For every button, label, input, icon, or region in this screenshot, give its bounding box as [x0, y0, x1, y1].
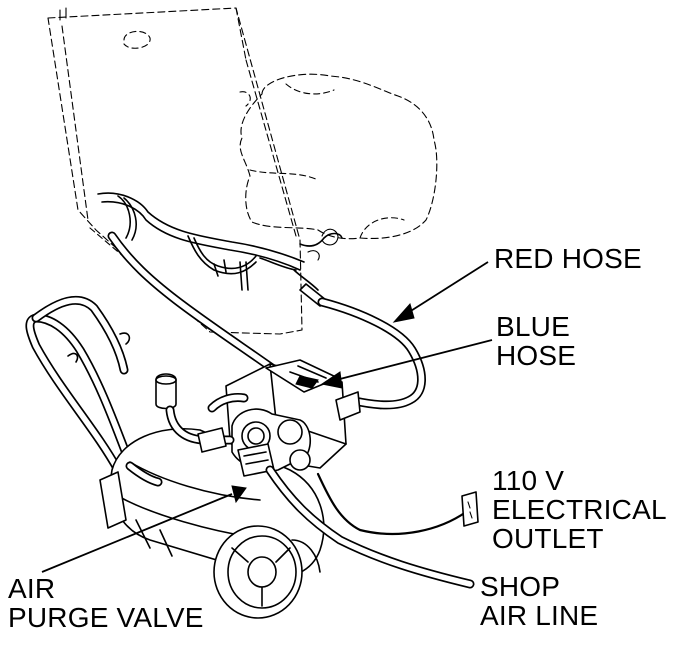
red-hose-label: RED HOSE — [494, 244, 642, 273]
shop-air-line-label: SHOP AIR LINE — [480, 572, 598, 630]
callout-leaders — [41, 261, 493, 573]
air-purge-valve-label: AIR PURGE VALVE — [8, 574, 204, 632]
electrical-outlet-label-line-2: ELECTRICAL — [492, 494, 667, 525]
shop-air-line-label-line-2: AIR LINE — [480, 600, 599, 631]
air-purge-valve-label-line-1: AIR — [8, 573, 56, 604]
electrical-outlet-label-line-3: OUTLET — [492, 523, 604, 554]
red-hose — [317, 297, 426, 410]
red-hose-label-line: RED HOSE — [494, 243, 642, 274]
shop-air-line — [265, 465, 475, 589]
engine-block — [239, 73, 438, 240]
ac-lines — [97, 192, 343, 307]
electrical-outlet-label: 110 V ELECTRICAL OUTLET — [492, 466, 667, 553]
recovery-unit — [25, 295, 361, 619]
power-cord — [316, 472, 479, 536]
shop-air-line-label-line-1: SHOP — [480, 571, 561, 602]
blue-hose-label: BLUE HOSE — [496, 312, 576, 370]
air-purge-valve-label-line-2: PURGE VALVE — [8, 602, 204, 633]
radiator — [47, 7, 303, 335]
blue-hose-label-line-2: HOSE — [496, 340, 577, 371]
electrical-outlet-label-line-1: 110 V — [492, 465, 565, 496]
blue-hose-label-line-1: BLUE — [496, 311, 570, 342]
